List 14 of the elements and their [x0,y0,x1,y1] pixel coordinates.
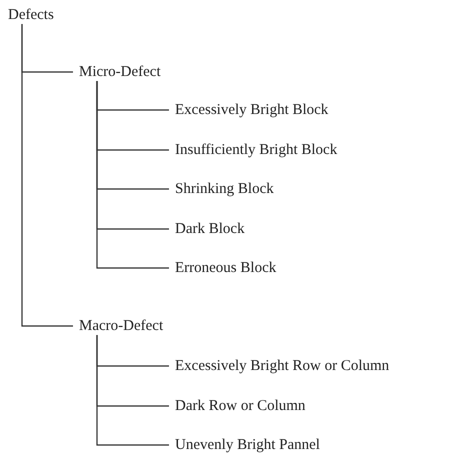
connector-line [21,24,73,327]
tree-label: Erroneous Block [175,259,276,277]
tree-label: Unevenly Bright Pannel [175,436,320,454]
tree-label: Defects [8,6,54,24]
connector-line [96,81,169,269]
tree-label: Excessively Bright Block [175,101,328,119]
tree-label: Insufficiently Bright Block [175,141,338,159]
tree-label: Excessively Bright Row or Column [175,357,390,375]
tree-label: Micro-Defect [79,63,161,81]
connector-line [96,335,169,446]
tree-label: Macro-Defect [79,317,164,335]
tree-label: Dark Block [175,220,245,238]
tree-label: Dark Row or Column [175,397,306,415]
tree-label: Shrinking Block [175,180,274,198]
